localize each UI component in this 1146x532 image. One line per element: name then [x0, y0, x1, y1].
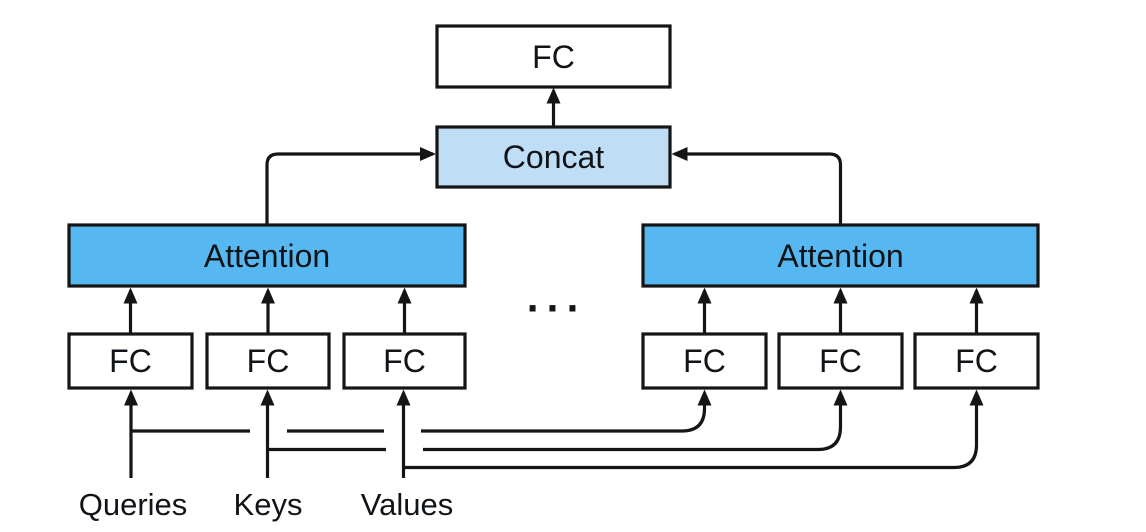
edge-attention-right-to-concat [671, 147, 843, 225]
fc-left-1-label: FC [109, 343, 152, 379]
keys-input-label: Keys [234, 487, 303, 522]
attention-right-label: Attention [777, 238, 903, 274]
ellipsis-dots: ··· [526, 289, 586, 329]
concat-label: Concat [503, 139, 605, 175]
attention-left-box [67, 223, 467, 288]
node-fc-left-1: FC [67, 332, 194, 390]
fc-right-1-label: FC [683, 343, 726, 379]
node-attention-left: Attention [67, 223, 467, 288]
fc-left-3-label: FC [383, 343, 426, 379]
node-fc-left-3: FC [342, 332, 467, 390]
fc-right-3-box [913, 332, 1040, 390]
fc-left-1-box [67, 332, 194, 390]
fc-right-2-label: FC [819, 343, 862, 379]
fc-right-3-label: FC [955, 343, 998, 379]
node-fc-top: FC [435, 24, 672, 89]
attention-right-box [641, 223, 1040, 288]
fc-left-2-box [205, 332, 331, 390]
edge-attention-left-to-concat [265, 147, 436, 225]
values-input-label: Values [361, 487, 454, 522]
fc-left-3-box [342, 332, 467, 390]
node-attention-right: Attention [641, 223, 1040, 288]
fc-left-2-label: FC [247, 343, 290, 379]
queries-input-label: Queries [79, 487, 188, 522]
node-fc-right-1: FC [641, 332, 768, 390]
fc-top-label: FC [532, 39, 575, 75]
edge-queries-to-fcright1 [421, 389, 712, 433]
node-fc-right-3: FC [913, 332, 1040, 390]
fc-right-1-box [641, 332, 768, 390]
concat-box [435, 125, 672, 189]
edge-keys-to-fcright2 [423, 389, 848, 452]
node-fc-right-2: FC [777, 332, 904, 390]
node-fc-left-2: FC [205, 332, 331, 390]
fc-right-2-box [777, 332, 904, 390]
edge-values-to-fcright3 [403, 389, 984, 470]
fc-top-box [435, 24, 672, 89]
node-concat: Concat [435, 125, 672, 189]
attention-left-label: Attention [204, 238, 330, 274]
